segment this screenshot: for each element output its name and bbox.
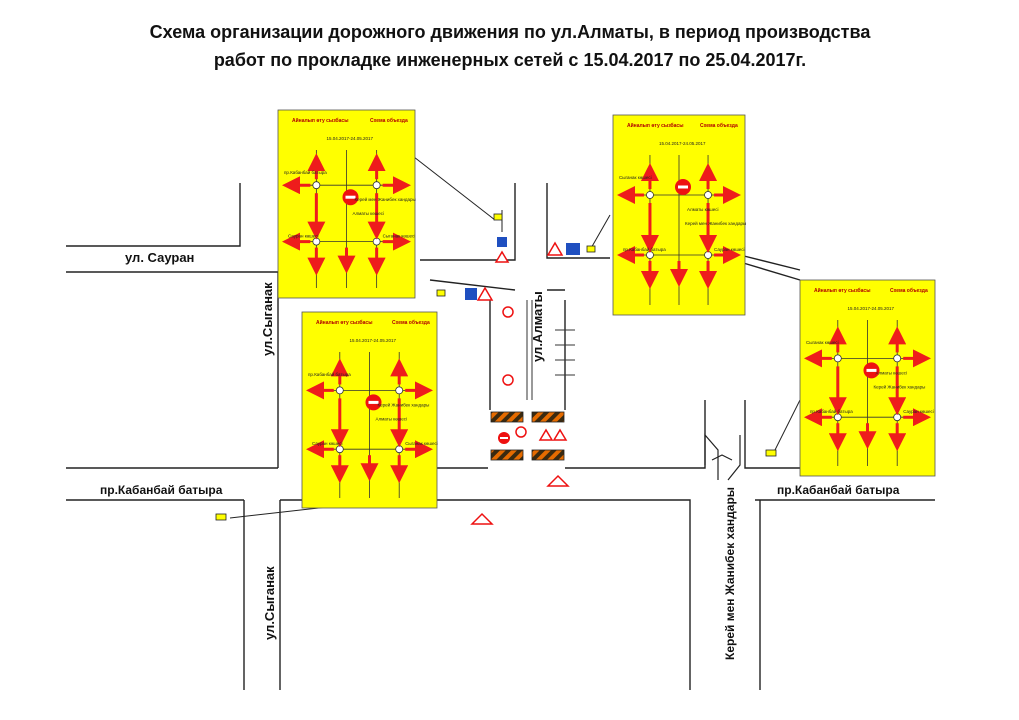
kerey-street-west-edge [739, 254, 801, 271]
almaty-street-label: ул.Алматы [530, 291, 545, 362]
panel-street-label: пр.Кабанбай батыра [284, 169, 327, 175]
road-works-sign-icon [538, 428, 554, 441]
panel-street-label: Сыганак көшесі [383, 234, 416, 239]
kabanbay-street-label-left: пр.Кабанбай батыра [100, 483, 223, 497]
panel-street-label: пр.Кабанбай батыра [308, 371, 351, 377]
traffic-light-icon [493, 213, 503, 221]
traffic-light-icon [586, 245, 596, 253]
traffic-light-icon [436, 289, 446, 297]
no-entry-icon [502, 306, 514, 318]
barrier-icon [531, 411, 565, 423]
panel-date: 15.04.2017-24.05.2017 [350, 338, 397, 343]
panel-street-label: пр.Кабанбай батыра [623, 246, 666, 252]
detour-sign-icon [546, 474, 570, 487]
panel-street-label: Керей мен Жанибек хандары [685, 220, 746, 226]
panel-street-label: Сауран көшесі [903, 409, 934, 414]
road-works-sign-icon [476, 286, 494, 301]
panel-date: 15.04.2017-24.05.2017 [327, 136, 374, 141]
panel-kz-title: Айналып өту сызбасы [627, 122, 683, 129]
sauran-street-label: ул. Сауран [125, 250, 194, 265]
road-works-sign-icon [552, 428, 568, 441]
almaty-street-west-edge [420, 183, 516, 261]
sauran-street-north-edge [66, 183, 241, 247]
panel-street-label: Сауран көшесі [288, 234, 319, 239]
almaty-west-lower [429, 279, 516, 291]
syganak-street-label-bottom: ул.Сыганак [262, 566, 277, 640]
kerey-street-label: Керей мен Жанибек хандары [723, 487, 737, 660]
panel-street-label: Алматы көшесі [687, 207, 719, 212]
detour-panel-p4: Айналып өту сызбасы Схема объезда 15.04.20… [799, 279, 936, 477]
road-works-sign-icon [494, 250, 510, 263]
panel-kz-title: Айналып өту сызбасы [814, 287, 870, 294]
panel-street-label: Керей мен Жанибек хандары [355, 196, 416, 202]
kerey-road-markings [704, 433, 741, 481]
detour-panel-p1: Айналып өту сызбасы Схема объезда 15.04.20… [277, 109, 416, 299]
kabanbay-north-edge-3 [565, 400, 706, 469]
panel-street-label: пр.Кабанбай батыра [810, 408, 853, 414]
almaty-centerline [526, 300, 575, 400]
panel-street-label: Алматы көшесі [353, 211, 385, 216]
panel-street-label: Алматы көшесі [876, 370, 908, 375]
barrier-icon [490, 411, 524, 423]
panel-kz-title: Айналып өту сызбасы [292, 117, 348, 124]
panel-street-label: Сауран көшесі [312, 441, 343, 446]
almaty-street-east-edge [546, 183, 610, 259]
panel-street-label: Сыганак көшесі [619, 175, 652, 180]
panel-kz-title: Айналып өту сызбасы [316, 319, 372, 326]
panel-street-label: Сыганак көшесі [405, 441, 438, 446]
title-line-2: работ по прокладке инженерных сетей с 15… [213, 50, 807, 70]
panel-street-label: Керей Жанибек хандары [378, 401, 430, 407]
no-entry-icon [515, 426, 527, 438]
panel-date: 15.04.2017-24.05.2017 [659, 141, 706, 146]
barrier-icon [531, 449, 565, 461]
panel-ru-title: Схема объезда [700, 122, 738, 129]
title-line-1: Схема организации дорожного движения по … [149, 22, 871, 42]
traffic-light-icon [215, 513, 227, 521]
detour-panel-p3: Айналып өту сызбасы Схема объезда 15.04.20… [612, 114, 746, 316]
road-works-sign-icon [546, 241, 564, 256]
traffic-light-icon [765, 449, 777, 457]
detour-sign-icon [465, 288, 477, 300]
panel-street-label: Керей Жанибек хандары [874, 383, 926, 389]
page-title: Схема организации дорожного движения по … [40, 18, 980, 74]
construction-zone [465, 237, 580, 525]
kabanbay-south-edge-2 [280, 499, 691, 690]
detour-sign-icon [470, 512, 494, 525]
panel-street-label: Сыганак көшесі [806, 340, 839, 345]
kerey-street-east-edge [739, 261, 801, 281]
detour-sign-icon [566, 243, 580, 255]
no-entry-icon [502, 374, 514, 386]
barrier-icon [490, 449, 524, 461]
panel-ru-title: Схема объезда [392, 319, 430, 326]
panel-date: 15.04.2017-24.05.2017 [848, 306, 895, 311]
panel-street-label: Сауран көшесі [714, 247, 745, 252]
traffic-light-markers [215, 213, 777, 521]
panel-street-label: Алматы көшесі [376, 416, 408, 421]
panel-ru-title: Схема объезда [890, 287, 928, 294]
syganak-street-label-top: ул.Сыганак [260, 282, 275, 356]
detour-panel-p2: Айналып өту сызбасы Схема объезда 15.04.20… [301, 311, 438, 509]
panel-ru-title: Схема объезда [370, 117, 408, 124]
detour-sign-icon [497, 237, 507, 247]
kabanbay-street-label-right: пр.Кабанбай батыра [777, 483, 900, 497]
